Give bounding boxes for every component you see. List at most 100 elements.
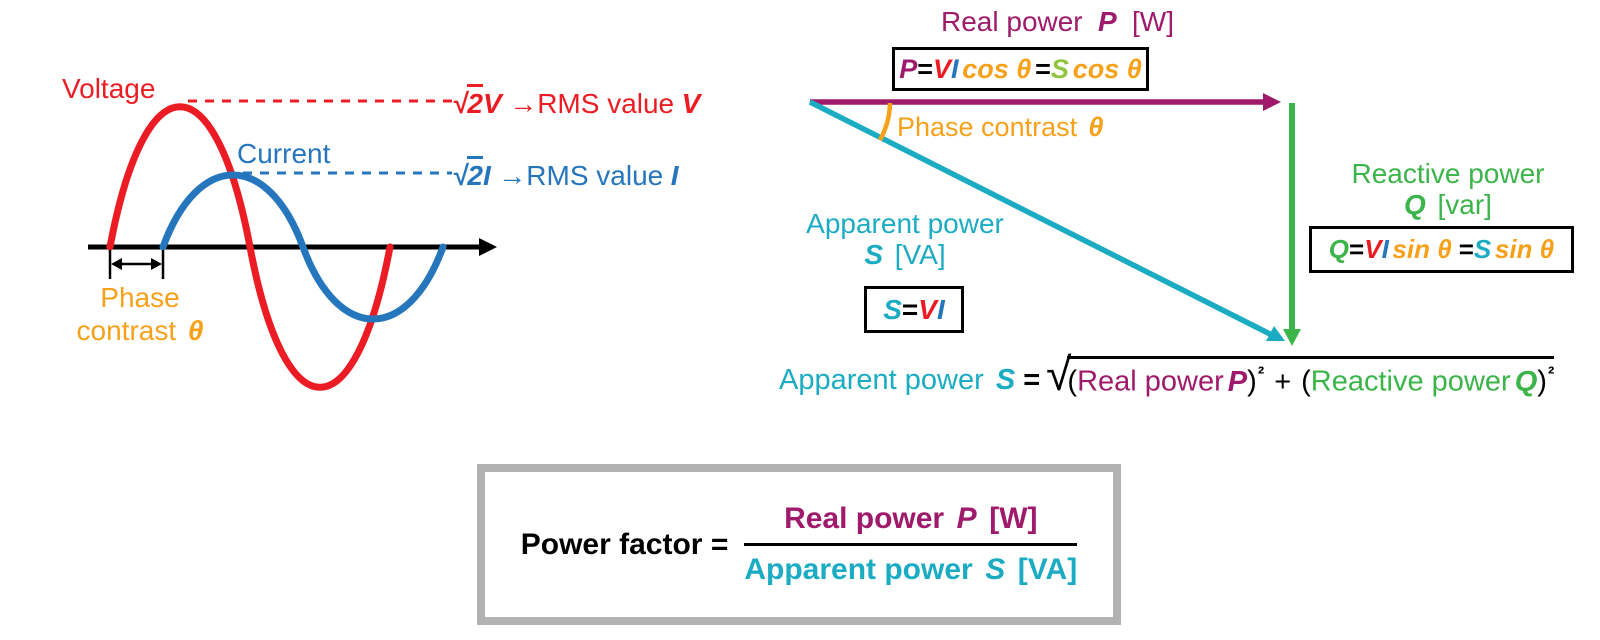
- formula-s: S: [1473, 234, 1492, 264]
- formula-p: P: [899, 53, 918, 84]
- equals-sign: =: [1023, 364, 1041, 396]
- apparent-power-symbol-unit: S [VA]: [789, 239, 1021, 270]
- formula-sin-theta: sin θ: [1494, 234, 1555, 264]
- real-power-unit: [W]: [1131, 6, 1174, 37]
- formula-sin-theta: sin θ: [1392, 234, 1452, 264]
- equals-sign: =: [1035, 53, 1051, 84]
- reactive-power-label: Reactive power Q [var]: [1318, 158, 1578, 220]
- reactive-power-arrowhead: [1283, 329, 1301, 346]
- formula-i: I: [936, 293, 945, 325]
- right-arrow-icon: →: [498, 160, 527, 191]
- root-lhs-text: Apparent power: [779, 364, 984, 396]
- root-reactive-var: Q: [1514, 365, 1538, 398]
- numerator-var: P: [956, 502, 977, 535]
- squared-exponent: ²: [1257, 364, 1265, 385]
- voltage-label: Voltage: [62, 73, 156, 104]
- real-power-text: Real power: [941, 6, 1083, 37]
- sqrt-icon: √: [452, 160, 468, 191]
- current-amplitude-var: I: [482, 160, 491, 191]
- voltage-radicand: 2: [467, 84, 483, 120]
- apparent-power-label: Apparent power S [VA]: [789, 208, 1021, 270]
- root-reactive-text: Reactive power: [1310, 365, 1511, 398]
- plus-sign: +: [1274, 365, 1292, 398]
- time-axis-arrowhead: [479, 238, 497, 256]
- current-rms-text: RMS value: [526, 160, 664, 191]
- voltage-rms-text: RMS value: [537, 88, 675, 119]
- reactive-power-var: Q: [1404, 189, 1426, 220]
- formula-cos-theta: cos θ: [1072, 53, 1142, 84]
- denominator-text: Apparent power: [744, 553, 973, 586]
- theta-symbol: θ: [187, 315, 204, 346]
- denominator-unit: [VA]: [1017, 553, 1078, 586]
- root-lhs: Apparent power S: [779, 356, 1015, 397]
- equals-sign: =: [1458, 234, 1474, 264]
- current-sine-curve: [159, 171, 447, 323]
- phase-word: Phase: [100, 282, 180, 313]
- denominator-var: S: [985, 553, 1006, 586]
- theta-symbol: θ: [1088, 112, 1104, 142]
- apparent-power-unit: [VA]: [894, 239, 946, 270]
- formula-i: I: [951, 53, 959, 84]
- reactive-power-text: Reactive power: [1351, 158, 1545, 189]
- voltage-amplitude-var: V: [482, 88, 502, 119]
- phase-contrast-text: Phase contrast: [897, 112, 1078, 142]
- apparent-power-vector: [808, 99, 1272, 337]
- phase-interval-arrowhead-right: [151, 258, 162, 270]
- waveform-phase-contrast-label: Phase contrast θ: [34, 281, 246, 347]
- numerator-text: Real power: [784, 502, 945, 535]
- contrast-word: contrast: [76, 315, 177, 346]
- formula-i: I: [1381, 234, 1389, 264]
- current-rms-var: I: [670, 160, 679, 191]
- power-factor-denominator: Apparent power S [VA]: [744, 553, 1077, 587]
- equals-sign: =: [1349, 234, 1365, 264]
- contrast-theta: contrast θ: [34, 314, 246, 347]
- close-paren: ): [1247, 365, 1257, 398]
- apparent-power-var: S: [864, 239, 884, 270]
- power-factor-fraction: Real power P [W] Apparent power S [VA]: [744, 502, 1078, 587]
- power-factor-box: Power factor = Real power P [W] Apparent…: [477, 464, 1121, 625]
- triangle-phase-contrast-label: Phase contrast θ: [897, 112, 1103, 143]
- open-paren: (: [1301, 365, 1311, 398]
- formula-cos-theta: cos θ: [962, 53, 1032, 84]
- reactive-power-unit: [var]: [1437, 189, 1492, 220]
- power-factor-label: Power factor =: [520, 527, 729, 561]
- formula-s: S: [1050, 53, 1069, 84]
- phase-interval-arrowhead-left: [111, 258, 122, 270]
- squared-exponent: ²: [1547, 364, 1555, 385]
- formula-v: V: [1364, 234, 1382, 264]
- sqrt-icon: √: [1046, 348, 1072, 400]
- right-arrow-icon: →: [509, 88, 538, 119]
- real-power-arrowhead: [1263, 93, 1281, 111]
- real-power-label: Real power P [W]: [885, 6, 1230, 38]
- fraction-bar: [744, 543, 1078, 546]
- equals-sign: =: [901, 293, 919, 325]
- equals-sign: =: [917, 53, 933, 84]
- current-radicand: 2: [467, 156, 483, 192]
- formula-q: Q: [1328, 234, 1350, 264]
- real-power-var: P: [1097, 6, 1117, 37]
- sqrt-icon: √: [452, 88, 468, 119]
- apparent-power-text: Apparent power: [806, 208, 1004, 239]
- formula-s: S: [883, 293, 902, 325]
- phase-angle-arc: [878, 102, 893, 142]
- apparent-power-arrowhead: [1266, 326, 1285, 341]
- current-label: Current: [237, 138, 331, 169]
- root-real-var: P: [1227, 365, 1248, 398]
- close-paren: ): [1537, 365, 1547, 398]
- formula-v: V: [932, 53, 951, 84]
- root-real-text: Real power: [1077, 365, 1224, 398]
- voltage-sine-curve: [106, 103, 394, 391]
- voltage-rms-var: V: [681, 88, 701, 119]
- reactive-power-symbol-unit: Q [var]: [1318, 189, 1578, 220]
- numerator-unit: [W]: [989, 502, 1038, 535]
- root-lhs-var: S: [995, 364, 1016, 396]
